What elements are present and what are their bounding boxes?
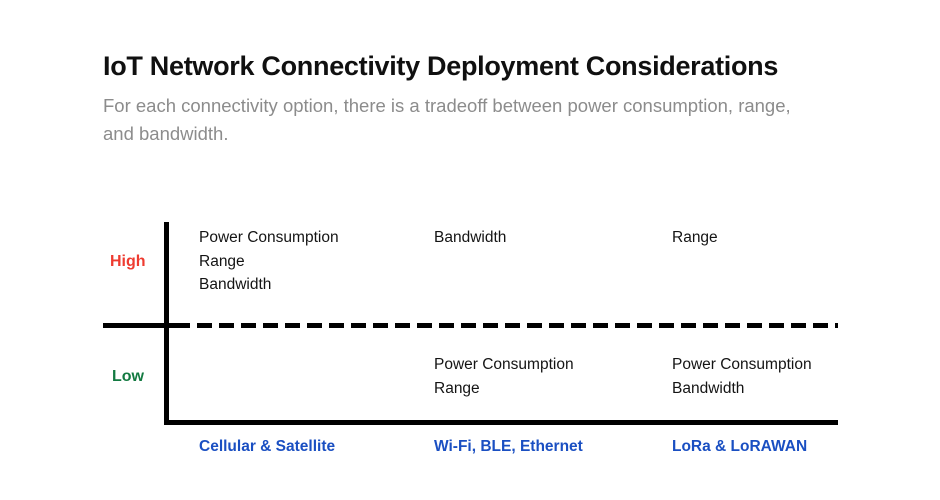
y-axis-label-low: Low [112, 368, 144, 385]
cell-lora-high: Range [672, 226, 718, 250]
category-label-lora-lorawan: LoRa & LoRAWAN [672, 438, 808, 455]
category-label-cellular-satellite: Cellular & Satellite [199, 438, 336, 455]
cell-wifi-low: Power Consumption Range [434, 353, 574, 400]
cell-item: Range [199, 252, 245, 270]
page-title: IoT Network Connectivity Deployment Cons… [103, 51, 779, 81]
midline-dashed-divider [175, 323, 838, 328]
cell-item: Range [672, 229, 718, 246]
midline-tick [103, 323, 175, 328]
cell-cellular-high: Power Consumption Range Bandwidth [199, 226, 339, 297]
cell-item: Power Consumption [199, 229, 339, 246]
cell-item: Range [434, 379, 480, 397]
header: IoT Network Connectivity Deployment Cons… [103, 50, 893, 148]
cell-item: Bandwidth [672, 379, 745, 397]
cell-item: Power Consumption [434, 356, 574, 373]
cell-item: Power Consumption [672, 356, 812, 373]
cell-item: Bandwidth [434, 229, 507, 246]
x-axis-line [164, 420, 838, 425]
page-subtitle: For each connectivity option, there is a… [103, 95, 791, 144]
category-label-wifi-ble-ethernet: Wi-Fi, BLE, Ethernet [434, 438, 583, 455]
cell-wifi-high: Bandwidth [434, 226, 506, 250]
cell-item: Bandwidth [199, 276, 272, 293]
y-axis-label-high: High [110, 253, 146, 270]
cell-lora-low: Power Consumption Bandwidth [672, 353, 812, 400]
